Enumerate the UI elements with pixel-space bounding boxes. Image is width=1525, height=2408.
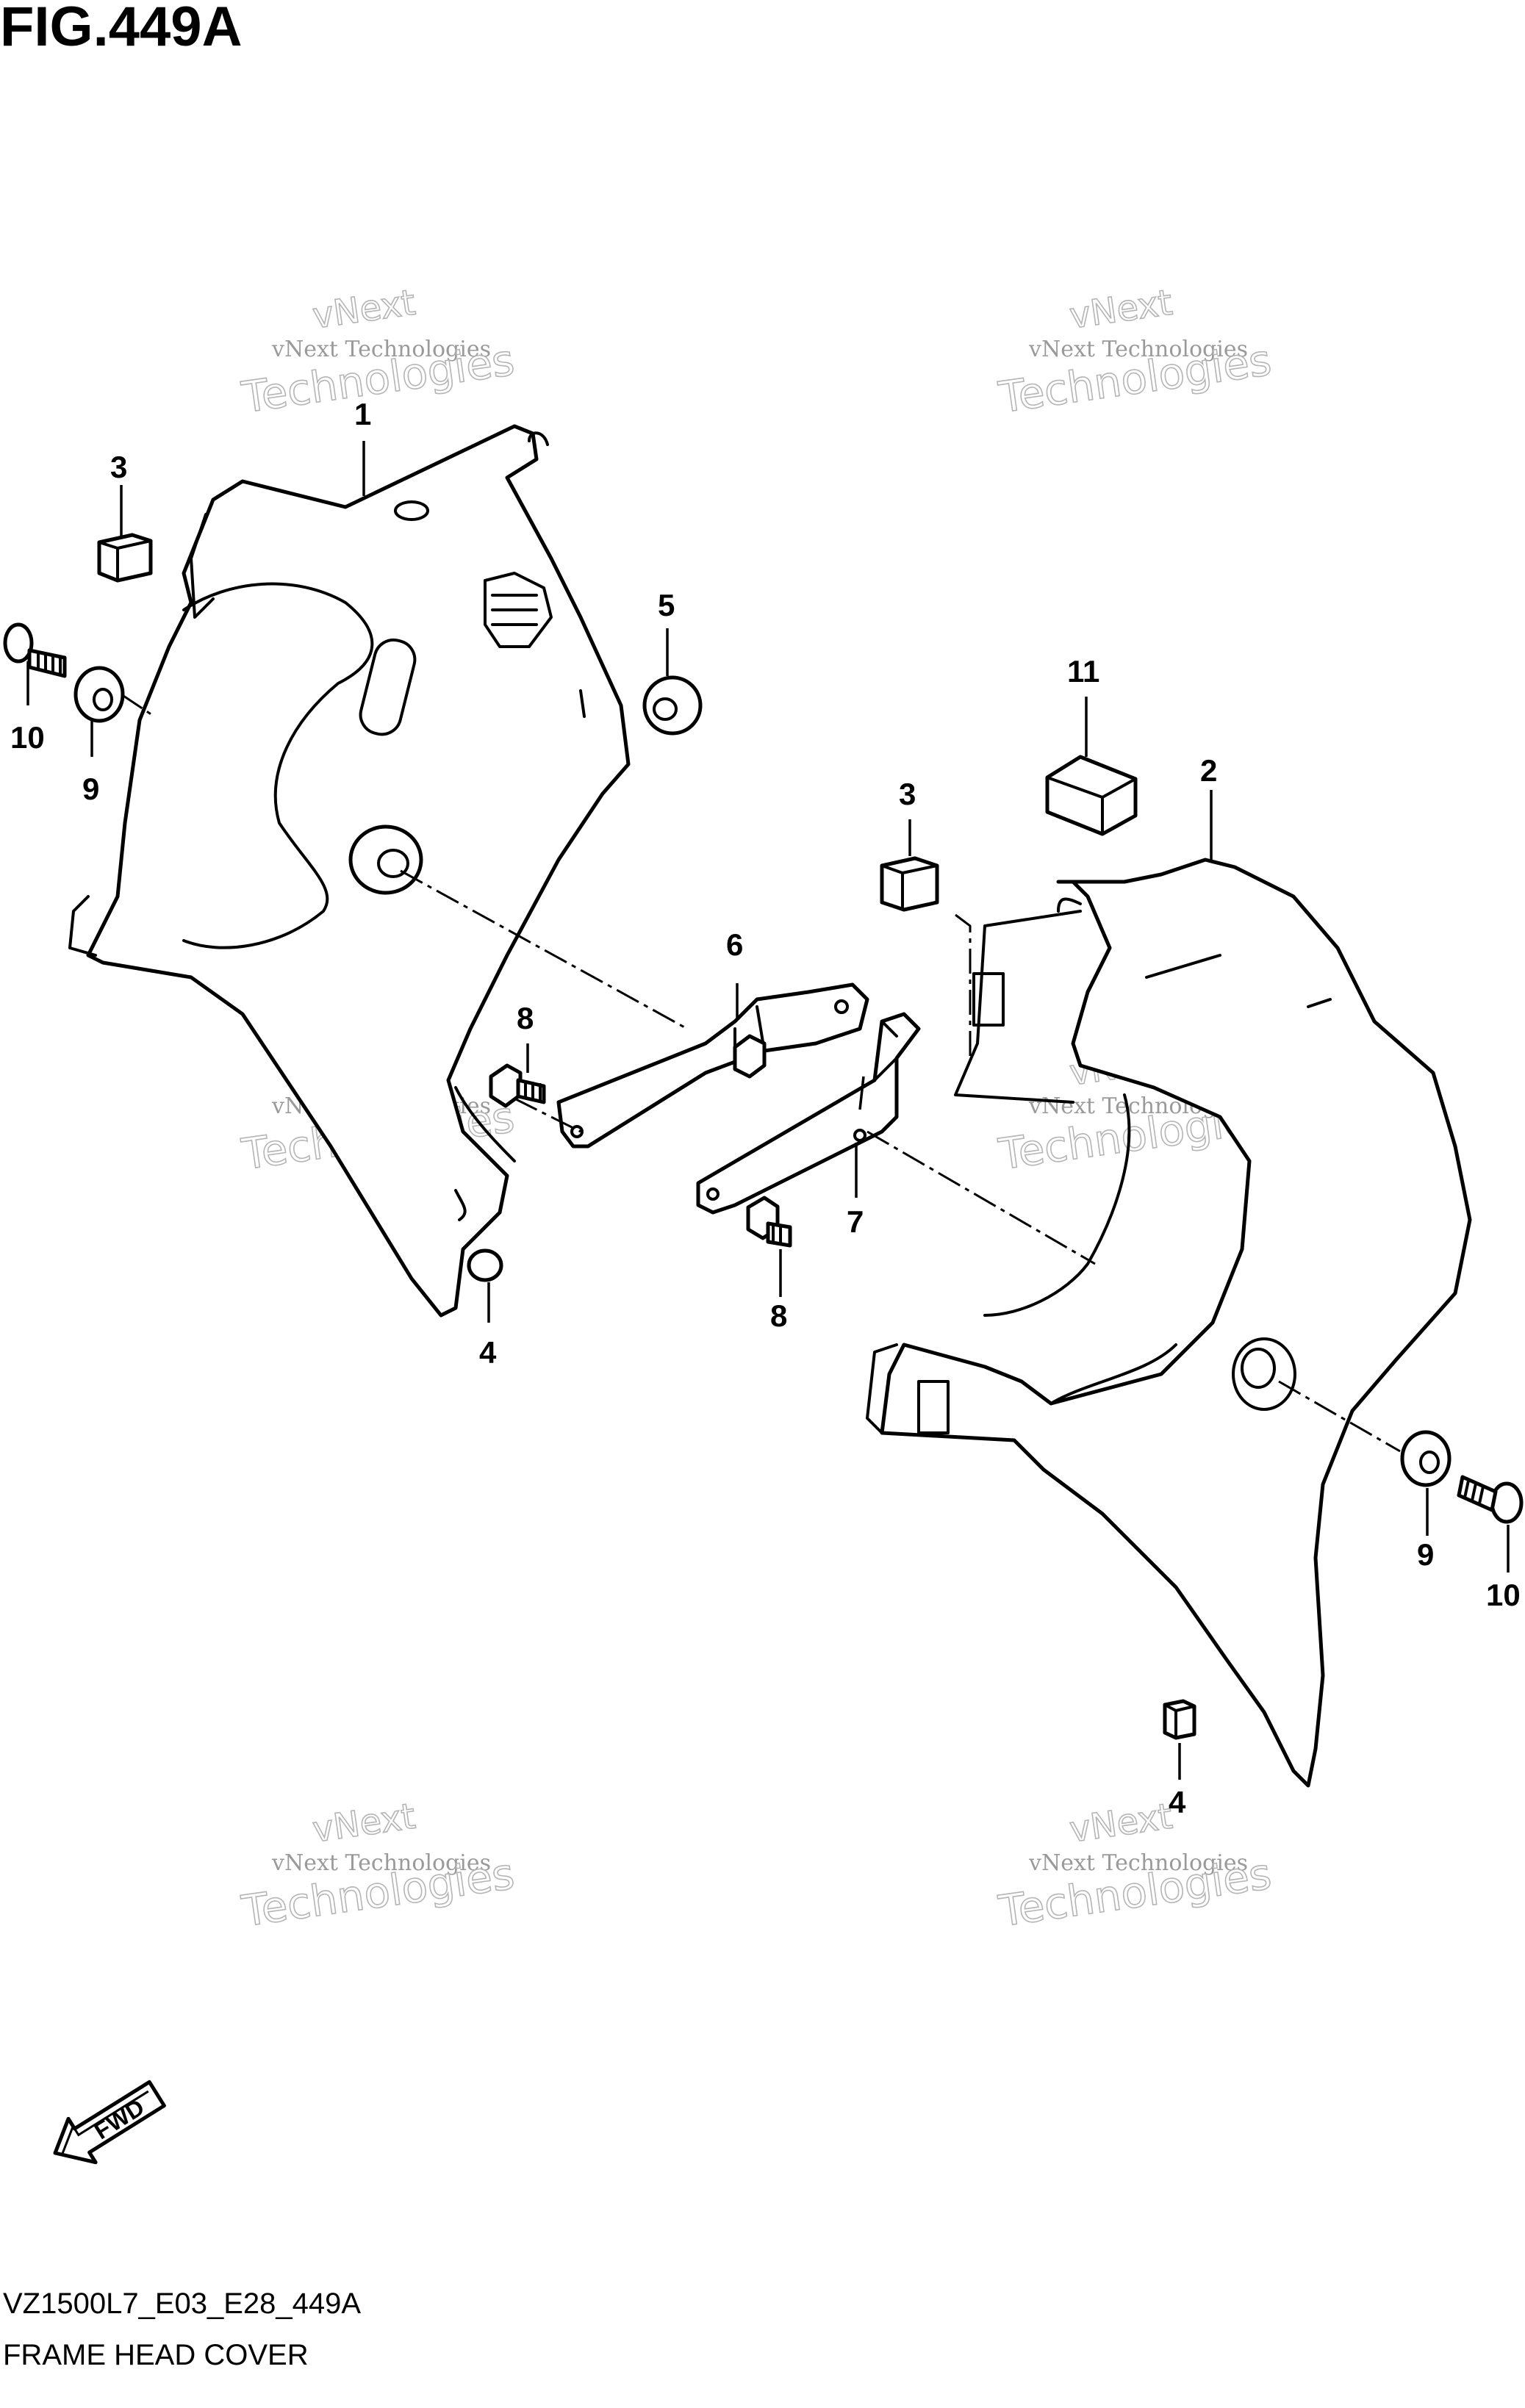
- part-1-left-cover: [68, 424, 631, 1318]
- watermark: vNext Technologies Technologies vNext: [238, 1795, 518, 1937]
- part-2-right-cover: [866, 858, 1472, 1788]
- part-4-clip-left: [467, 1248, 503, 1282]
- svg-text:vNext Technologies: vNext Technologies: [271, 337, 491, 362]
- leader-lines: [26, 441, 1510, 1780]
- watermark: vNext Technologies Technologies vNext: [238, 281, 518, 423]
- watermark: vNext Technologies Technologies vNext: [995, 281, 1275, 423]
- figure-title: FIG.449A: [0, 0, 242, 58]
- part-8-bolt-upper: [489, 1063, 546, 1108]
- callout-6: 6: [726, 927, 743, 962]
- svg-text:vNext: vNext: [1067, 282, 1175, 337]
- callout-8-lower: 8: [770, 1298, 787, 1333]
- assembly-lines: [121, 693, 1401, 1453]
- part-9-grommet-right: [1400, 1430, 1452, 1487]
- part-5-grommet: [642, 675, 703, 736]
- part-11-pad: [1045, 755, 1138, 836]
- part-10-bolt-left: [3, 622, 67, 678]
- bracket-7: [696, 1012, 921, 1215]
- callout-4-right: 4: [1169, 1785, 1186, 1819]
- callout-2: 2: [1200, 753, 1217, 788]
- figure-name: FRAME HEAD COVER: [3, 2339, 309, 2371]
- svg-text:vNext Technologies: vNext Technologies: [1028, 1850, 1248, 1876]
- part-10-bolt-right: [1457, 1475, 1524, 1524]
- callout-4-left: 4: [479, 1335, 497, 1370]
- svg-text:vNext: vNext: [310, 282, 418, 337]
- callout-9-right: 9: [1417, 1537, 1434, 1572]
- callout-3-right: 3: [899, 777, 916, 811]
- callout-11: 11: [1067, 654, 1099, 689]
- svg-text:vNext Technologies: vNext Technologies: [1028, 337, 1248, 362]
- callout-8-upper: 8: [517, 1001, 534, 1035]
- part-3-cushion-right: [880, 856, 939, 912]
- svg-text:vNext: vNext: [310, 1796, 418, 1851]
- callout-9-left: 9: [82, 772, 99, 806]
- callout-5: 5: [658, 588, 675, 622]
- part-4-clip-right: [1163, 1699, 1196, 1740]
- svg-text:vNext: vNext: [1067, 1796, 1175, 1851]
- bracket-nut: [733, 1034, 767, 1079]
- svg-text:vNext Technologies: vNext Technologies: [271, 1850, 491, 1876]
- callout-1: 1: [354, 397, 371, 431]
- callout-labels: 1 3 5 10 9 8 4 6 7 8 11 2 3 9 10 4: [10, 397, 1521, 1819]
- callout-3-left: 3: [110, 450, 127, 484]
- callout-10-left: 10: [10, 720, 45, 755]
- callout-10-right: 10: [1486, 1578, 1521, 1612]
- callout-7: 7: [847, 1204, 864, 1239]
- part-8-bolt-lower: [746, 1196, 792, 1248]
- part-3-cushion-left: [97, 533, 153, 583]
- part-9-grommet-left: [73, 666, 125, 723]
- fwd-arrow-icon: FWD: [53, 2080, 166, 2165]
- watermark: vNext Technologies Technologies vNext: [995, 1795, 1275, 1937]
- figure-code: VZ1500L7_E03_E28_449A: [3, 2287, 361, 2320]
